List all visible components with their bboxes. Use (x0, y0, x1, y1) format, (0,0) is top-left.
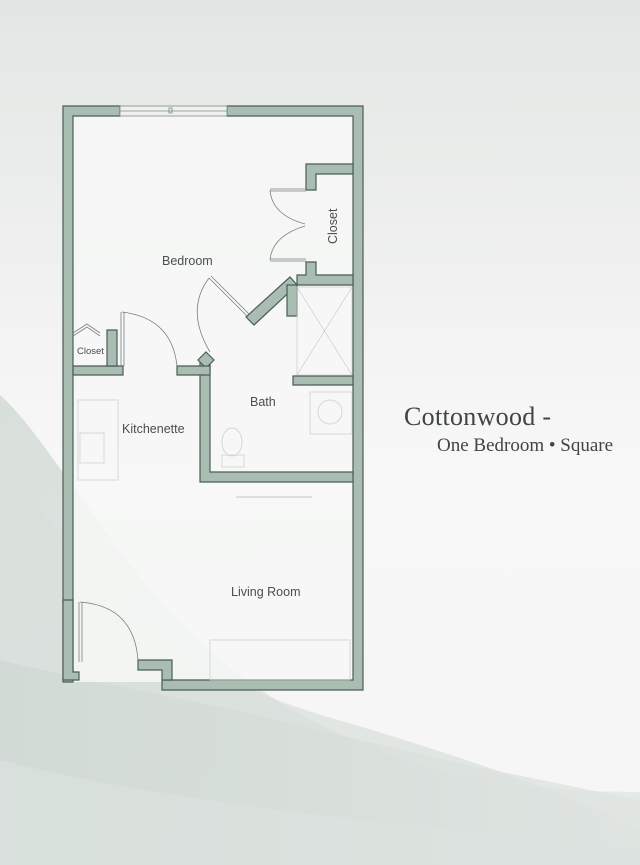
label-closet-left: Closet (77, 346, 104, 357)
fixtures (77, 286, 353, 681)
label-kitchenette: Kitchenette (122, 422, 185, 436)
room-fills (72, 116, 353, 682)
label-bedroom: Bedroom (162, 254, 213, 268)
label-closet-right: Closet (326, 208, 340, 244)
label-living-room: Living Room (231, 585, 300, 599)
label-bath: Bath (250, 395, 276, 409)
plan-subtitle: One Bedroom • Square (437, 435, 614, 456)
window (119, 105, 228, 117)
plan-title-block: Cottonwood - One Bedroom • Square (404, 402, 613, 458)
doors (72, 188, 306, 662)
plan-title: Cottonwood - (404, 402, 552, 431)
walls (62, 105, 364, 691)
